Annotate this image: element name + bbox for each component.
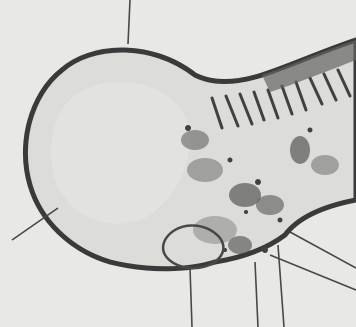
micrograph-image: [0, 0, 356, 327]
film-grain: [0, 0, 356, 327]
micrograph-figure: [0, 0, 356, 327]
